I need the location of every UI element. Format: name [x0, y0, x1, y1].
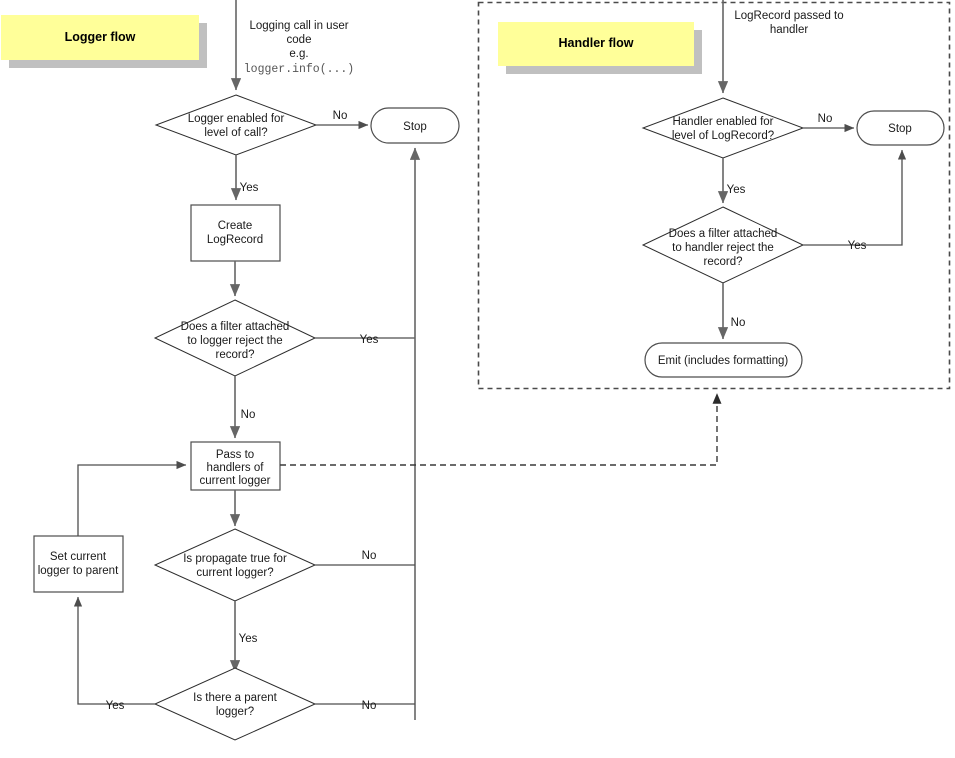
- set-parent-label-line2: logger to parent: [38, 565, 119, 577]
- logger-flow-banner-label: Logger flow: [65, 30, 136, 44]
- logger-flow-start-caption: Logging call in user code e.g. logger.in…: [244, 20, 354, 76]
- edge-label-handler-filter-no: No: [731, 317, 746, 329]
- edge-handler-filter-yes: [803, 149, 907, 246]
- create-logrecord-shape: [190, 204, 281, 262]
- node-handler-enabled: Handler enabled for level of LogRecord?: [641, 97, 805, 159]
- handler-enabled-diamond: [641, 97, 805, 159]
- edge-label-has-parent-no: No: [362, 700, 377, 712]
- logger-filter-label-line1: Does a filter attached: [181, 321, 290, 333]
- logger-start-caption-line3: e.g.: [289, 48, 308, 60]
- logger-flow-banner-box: [1, 15, 199, 60]
- pass-to-handlers-label-line1: Pass to: [216, 449, 254, 461]
- node-handler-filter: Does a filter attached to handler reject…: [641, 206, 805, 284]
- edge-label-propagate-no: No: [362, 550, 377, 562]
- logger-enabled-label-line1: Logger enabled for: [188, 113, 285, 125]
- logger-start-caption-line1: Logging call in user: [249, 20, 348, 32]
- edge-label-has-parent-yes: Yes: [106, 700, 125, 712]
- node-stop-logger: Stop: [370, 107, 460, 144]
- node-emit: Emit (includes formatting): [644, 342, 803, 378]
- edge-label-logger-enabled-no: No: [333, 110, 348, 122]
- logger-filter-label-line2: to logger reject the: [187, 335, 282, 347]
- node-is-propagate: Is propagate true for current logger?: [153, 528, 317, 602]
- node-logger-filter: Does a filter attached to logger reject …: [153, 299, 317, 377]
- node-set-parent: Set current logger to parent: [33, 535, 124, 593]
- logger-flow-banner: Logger flow: [1, 15, 207, 68]
- node-create-logrecord: Create LogRecord: [190, 204, 281, 262]
- handler-filter-label-line1: Does a filter attached: [669, 228, 778, 240]
- edge-label-propagate-yes: Yes: [239, 633, 258, 645]
- handler-flow-region: [477, 1, 951, 390]
- edge-pass-to-handlers-to-handler-flow: [280, 393, 722, 466]
- handler-start-caption-line1: LogRecord passed to: [734, 10, 843, 22]
- pass-to-handlers-shape: [190, 441, 281, 491]
- logger-filter-label-line3: record?: [216, 349, 255, 361]
- handler-flow-banner-label: Handler flow: [558, 36, 633, 50]
- edge-has-parent-yes: [73, 596, 155, 705]
- has-parent-diamond: [153, 667, 317, 741]
- is-propagate-label-line1: Is propagate true for: [183, 553, 287, 565]
- edge-label-logger-filter-no: No: [241, 409, 256, 421]
- set-parent-label-line1: Set current: [50, 551, 107, 563]
- node-logger-enabled: Logger enabled for level of call?: [154, 94, 318, 156]
- pass-to-handlers-label-line3: current logger: [200, 475, 271, 487]
- stop-handler-label: Stop: [888, 123, 912, 135]
- logger-enabled-diamond: [154, 94, 318, 156]
- emit-shape: [644, 342, 803, 378]
- handler-enabled-label-line2: level of LogRecord?: [672, 130, 774, 142]
- stop-logger-shape: [370, 107, 460, 144]
- create-logrecord-label-line2: LogRecord: [207, 234, 263, 246]
- logger-enabled-label-line2: level of call?: [204, 127, 267, 139]
- logger-start-caption-code: logger.info(...): [244, 63, 354, 76]
- logger-start-caption-line2: code: [287, 34, 312, 46]
- handler-filter-label-line2: to handler reject the: [672, 242, 774, 254]
- has-parent-label-line2: logger?: [216, 706, 254, 718]
- handler-flow-banner-box: [498, 22, 694, 66]
- is-propagate-label-line2: current logger?: [196, 567, 273, 579]
- set-parent-shape: [33, 535, 124, 593]
- stop-handler-shape: [856, 110, 945, 146]
- edge-label-handler-filter-yes: Yes: [848, 240, 867, 252]
- handler-flow-banner: Handler flow: [498, 22, 702, 74]
- node-pass-to-handlers: Pass to handlers of current logger: [190, 441, 281, 491]
- is-propagate-diamond: [153, 528, 317, 602]
- stop-logger-label: Stop: [403, 121, 427, 133]
- handler-filter-label-line3: record?: [704, 256, 743, 268]
- node-has-parent: Is there a parent logger?: [153, 667, 317, 741]
- has-parent-label-line1: Is there a parent: [193, 692, 278, 704]
- create-logrecord-label-line1: Create: [218, 220, 253, 232]
- edge-label-logger-filter-yes: Yes: [360, 334, 379, 346]
- pass-to-handlers-label-line2: handlers of: [207, 462, 265, 474]
- handler-start-caption-line2: handler: [770, 24, 809, 36]
- emit-label: Emit (includes formatting): [658, 355, 789, 367]
- edge-label-handler-enabled-yes: Yes: [727, 184, 746, 196]
- edge-set-parent-to-pass-to-handlers: [77, 460, 187, 536]
- edge-label-handler-enabled-no: No: [818, 113, 833, 125]
- edge-label-logger-enabled-yes: Yes: [240, 182, 259, 194]
- handler-flow-start-caption: LogRecord passed to handler: [734, 10, 843, 36]
- node-stop-handler: Stop: [856, 110, 945, 146]
- handler-enabled-label-line1: Handler enabled for: [672, 116, 773, 128]
